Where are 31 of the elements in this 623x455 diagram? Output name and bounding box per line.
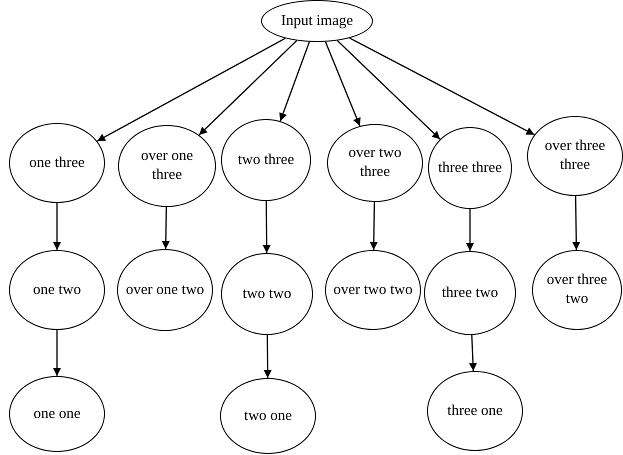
node-label: one one xyxy=(32,404,82,424)
node-label: over three three xyxy=(544,137,606,175)
node-label: over two three xyxy=(348,144,402,182)
node-label: Input image xyxy=(280,12,354,30)
node-label: over one two xyxy=(124,280,206,300)
node-label: three two xyxy=(440,284,500,302)
arrow xyxy=(53,203,61,250)
node-label: over two two xyxy=(332,280,414,300)
node-label: three one xyxy=(446,402,504,420)
arrow xyxy=(572,196,580,250)
arrow xyxy=(279,42,310,122)
arrow xyxy=(468,334,477,372)
arrow xyxy=(162,206,170,250)
node-label: two three xyxy=(236,150,296,170)
node-label: two one xyxy=(243,406,293,426)
node-label: over three two xyxy=(546,271,608,309)
arrow xyxy=(349,38,535,136)
arrow xyxy=(262,201,271,253)
arrow xyxy=(96,38,286,142)
arrow xyxy=(264,335,272,378)
node-label: two two xyxy=(242,284,292,304)
arrow xyxy=(336,40,441,140)
arrow xyxy=(370,202,378,250)
arrow xyxy=(466,209,474,251)
node-label: one two xyxy=(32,280,82,300)
node-label: one three xyxy=(28,154,86,172)
node-label: over one three xyxy=(140,147,194,185)
arrow xyxy=(324,42,361,126)
arrow xyxy=(198,40,298,136)
node-label: three three xyxy=(437,158,503,178)
arrow xyxy=(53,330,61,376)
